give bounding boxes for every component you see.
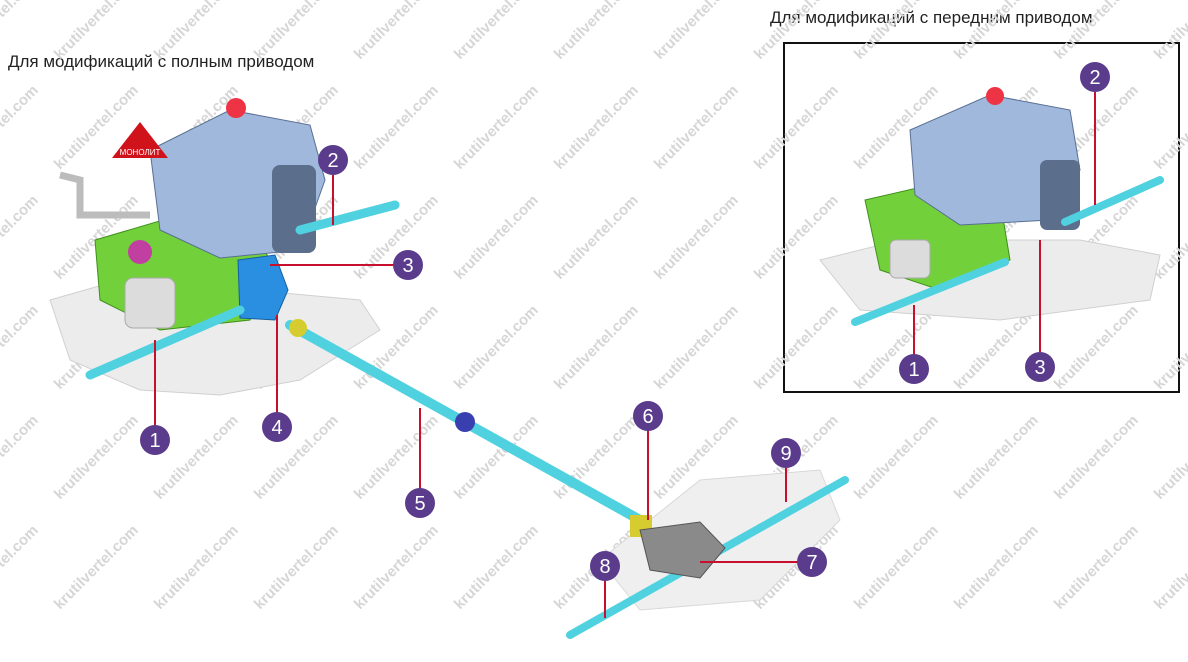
watermark-text: krutilvertel.com bbox=[851, 0, 942, 63]
watermark-text: krutilvertel.com bbox=[451, 302, 542, 393]
watermark-text: krutilvertel.com bbox=[51, 522, 142, 613]
watermark-text: krutilvertel.com bbox=[1151, 0, 1188, 63]
watermark-text: krutilvertel.com bbox=[851, 522, 942, 613]
watermark-text: krutilvertel.com bbox=[951, 412, 1042, 503]
callout-6: 6 bbox=[633, 401, 663, 431]
front-driveshafts bbox=[85, 200, 400, 380]
callout-2: 2 bbox=[318, 145, 348, 175]
callout-9-label: 9 bbox=[780, 443, 791, 465]
callout-6-label: 6 bbox=[642, 406, 653, 428]
watermark-text: krutilvertel.com bbox=[351, 0, 442, 63]
callout-3: 3 bbox=[393, 250, 423, 280]
leader-lines bbox=[154, 92, 1096, 618]
callout-3-label: 3 bbox=[402, 255, 413, 277]
propeller-shaft bbox=[285, 319, 645, 525]
watermark-text: krutilvertel.com bbox=[151, 0, 242, 63]
inset-callout-1-label: 1 bbox=[908, 359, 919, 381]
watermark-text: krutilvertel.com bbox=[151, 412, 242, 503]
logo-text: МОНОЛИТ bbox=[120, 148, 161, 157]
logo: МОНОЛИТ bbox=[112, 122, 168, 158]
watermark-text: krutilvertel.com bbox=[651, 82, 742, 173]
watermark-text: krutilvertel.com bbox=[0, 82, 42, 173]
watermark-text: krutilvertel.com bbox=[351, 82, 442, 173]
watermark-text: krutilvertel.com bbox=[651, 302, 742, 393]
watermark-text: krutilvertel.com bbox=[251, 0, 342, 63]
watermark-text: krutilvertel.com bbox=[451, 522, 542, 613]
watermark-text: krutilvertel.com bbox=[0, 192, 42, 283]
watermark-text: krutilvertel.com bbox=[951, 522, 1042, 613]
rear-subframe bbox=[599, 469, 841, 611]
watermark-text: krutilvertel.com bbox=[751, 302, 842, 393]
callout-4-label: 4 bbox=[271, 417, 282, 439]
watermark-text: krutilvertel.com bbox=[1051, 302, 1142, 393]
callout-8-label: 8 bbox=[599, 556, 610, 578]
callout-8: 8 bbox=[590, 551, 620, 581]
watermark-text: krutilvertel.com bbox=[451, 0, 542, 63]
watermark-text: krutilvertel.com bbox=[551, 302, 642, 393]
watermark-text: krutilvertel.com bbox=[1151, 412, 1188, 503]
engine-block bbox=[59, 98, 326, 259]
watermark-text: krutilvertel.com bbox=[551, 192, 642, 283]
watermark-text: krutilvertel.com bbox=[1051, 522, 1142, 613]
watermark-text: krutilvertel.com bbox=[451, 192, 542, 283]
callout-7: 7 bbox=[797, 547, 827, 577]
fwd-inset-frame bbox=[783, 42, 1180, 393]
watermark-text: krutilvertel.com bbox=[1151, 82, 1188, 173]
callout-5: 5 bbox=[405, 488, 435, 518]
watermark-text: krutilvertel.com bbox=[1151, 522, 1188, 613]
watermark-text: krutilvertel.com bbox=[0, 0, 42, 63]
title-fwd-modification: Для модификаций с передним приводом bbox=[770, 8, 1093, 27]
watermark-text: krutilvertel.com bbox=[0, 522, 42, 613]
watermark-text: krutilvertel.com bbox=[1151, 302, 1188, 393]
watermark-text: krutilvertel.com bbox=[551, 0, 642, 63]
watermark-text: krutilvertel.com bbox=[251, 522, 342, 613]
watermark-text: krutilvertel.com bbox=[51, 0, 142, 63]
inset-callout-1: 1 bbox=[899, 354, 929, 384]
watermark-text: krutilvertel.com bbox=[551, 82, 642, 173]
watermark-text: krutilvertel.com bbox=[1051, 412, 1142, 503]
inset-callout-2: 2 bbox=[1080, 62, 1110, 92]
inset-callout-3: 3 bbox=[1025, 352, 1055, 382]
watermark-text: krutilvertel.com bbox=[451, 82, 542, 173]
callout-4: 4 bbox=[262, 412, 292, 442]
inset-callout-3-label: 3 bbox=[1034, 357, 1045, 379]
inset-callout-2-label: 2 bbox=[1089, 67, 1100, 89]
callout-2-label: 2 bbox=[327, 150, 338, 172]
watermark-text: krutilvertel.com bbox=[0, 412, 42, 503]
watermark-text: krutilvertel.com bbox=[51, 82, 142, 173]
watermark-text: krutilvertel.com bbox=[651, 0, 742, 63]
rear-axle bbox=[566, 476, 849, 639]
watermark-text: krutilvertel.com bbox=[551, 412, 642, 503]
watermark-text: krutilvertel.com bbox=[751, 0, 842, 63]
watermark-text: krutilvertel.com bbox=[851, 412, 942, 503]
watermark-text: krutilvertel.com bbox=[951, 0, 1042, 63]
watermark-text: krutilvertel.com bbox=[1051, 0, 1142, 63]
watermark-text: krutilvertel.com bbox=[651, 192, 742, 283]
callout-1: 1 bbox=[140, 425, 170, 455]
title-awd-modification: Для модификаций с полным приводом bbox=[8, 52, 315, 71]
watermark-text: krutilvertel.com bbox=[151, 522, 242, 613]
watermark-text: krutilvertel.com bbox=[0, 302, 42, 393]
watermark-text: krutilvertel.com bbox=[351, 522, 442, 613]
watermark-text: krutilvertel.com bbox=[351, 412, 442, 503]
watermark-text: krutilvertel.com bbox=[51, 412, 142, 503]
callout-9: 9 bbox=[771, 438, 801, 468]
fwd-inset-assembly bbox=[819, 87, 1164, 326]
callout-1-label: 1 bbox=[149, 430, 160, 452]
callout-7-label: 7 bbox=[806, 552, 817, 574]
watermark-text: krutilvertel.com bbox=[751, 82, 842, 173]
callout-5-label: 5 bbox=[414, 493, 425, 515]
